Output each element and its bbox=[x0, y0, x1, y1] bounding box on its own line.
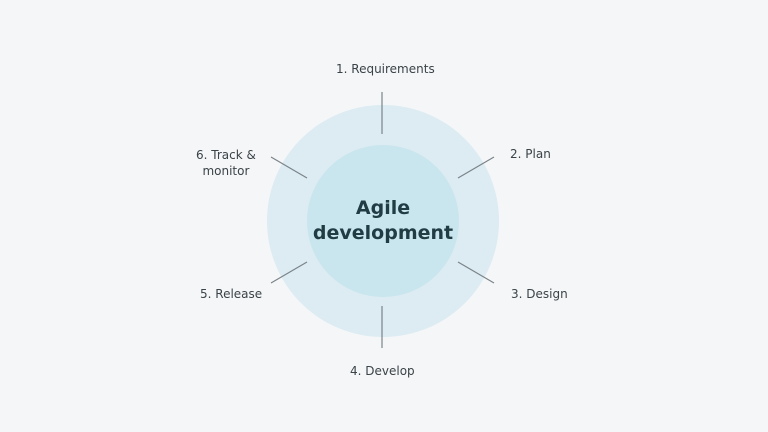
connector-release bbox=[270, 261, 308, 284]
step-develop: 4. Develop bbox=[350, 364, 415, 378]
center-title-line1: Agile bbox=[355, 197, 411, 219]
step-track-monitor: 6. Track & monitor bbox=[196, 147, 256, 179]
step-track-line2: monitor bbox=[202, 164, 250, 178]
center-title-line2: development bbox=[312, 222, 454, 244]
step-design: 3. Design bbox=[511, 287, 568, 301]
inner-circle bbox=[307, 145, 459, 297]
connector-track bbox=[270, 156, 308, 179]
step-release: 5. Release bbox=[200, 287, 263, 301]
step-plan: 2. Plan bbox=[510, 147, 551, 161]
connector-plan bbox=[457, 156, 495, 179]
step-track-line1: 6. Track & bbox=[196, 148, 256, 162]
connector-design bbox=[457, 261, 495, 284]
step-requirements: 1. Requirements bbox=[336, 62, 435, 76]
center-title: Agile development bbox=[307, 145, 459, 297]
